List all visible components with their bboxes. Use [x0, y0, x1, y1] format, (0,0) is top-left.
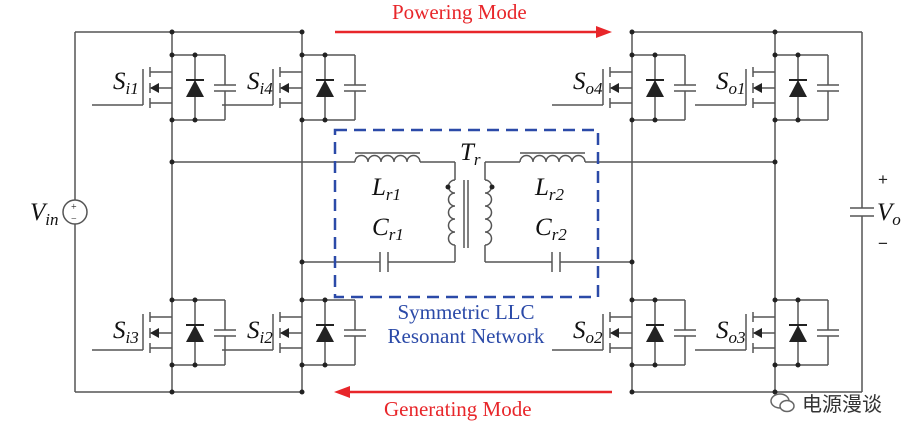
junction-dot	[629, 362, 635, 368]
diode-so3-icon	[789, 325, 807, 342]
vo-label: Vo	[877, 199, 901, 229]
junction-dot	[652, 362, 658, 368]
junction-dot	[629, 29, 635, 35]
junction-dot	[169, 52, 175, 58]
mosfet-si4-arrow-icon	[280, 83, 289, 93]
junction-dot	[629, 297, 635, 303]
vo-plus-sign: +	[878, 170, 888, 189]
junction-dot	[169, 297, 175, 303]
diode-so4-icon	[646, 80, 664, 97]
junction-dot	[192, 362, 198, 368]
junction-dot	[299, 297, 305, 303]
junction-dot	[169, 389, 175, 395]
junction-dot	[795, 297, 801, 303]
switch-label-si1: Si1	[113, 68, 139, 98]
vin-minus-mark: −	[71, 214, 77, 225]
junction-dot	[629, 117, 635, 123]
junction-dot	[772, 362, 778, 368]
diode-si2-icon	[316, 325, 334, 342]
junction-dot	[192, 297, 198, 303]
switch-label-si4: Si4	[247, 68, 273, 98]
vin-source-icon	[62, 199, 88, 225]
junction-dot	[299, 362, 305, 368]
vin-plus-mark: +	[71, 202, 77, 213]
junction-dot	[299, 389, 305, 395]
junction-dot	[629, 52, 635, 58]
switch-label-si2: Si2	[247, 317, 273, 347]
switch-label-so1: So1	[716, 68, 746, 98]
junction-dot	[299, 117, 305, 123]
junction-dot	[299, 29, 305, 35]
mosfet-so2-arrow-icon	[610, 328, 619, 338]
cr1-label: Cr1	[372, 214, 404, 244]
junction-dot	[322, 362, 328, 368]
mosfet-si2-arrow-icon	[280, 328, 289, 338]
junction-dot	[299, 259, 305, 265]
generating-arrowhead-icon	[334, 386, 350, 398]
junction-dot	[169, 117, 175, 123]
watermark: 电源漫谈	[770, 388, 882, 417]
powering-arrowhead-icon	[596, 26, 612, 38]
switch-label-so2: So2	[573, 317, 603, 347]
junction-dot	[772, 297, 778, 303]
junction-dot	[652, 52, 658, 58]
junction-dot	[322, 297, 328, 303]
junction-dot	[795, 52, 801, 58]
powering-mode-label: Powering Mode	[392, 0, 527, 24]
mosfet-so4-arrow-icon	[610, 83, 619, 93]
junction-dot	[322, 52, 328, 58]
junction-dot	[489, 184, 495, 190]
diode-si3-icon	[186, 325, 204, 342]
junction-dot	[629, 389, 635, 395]
diode-so1-icon	[789, 80, 807, 97]
cr2-label: Cr2	[535, 214, 567, 244]
junction-dot	[629, 259, 635, 265]
junction-dot	[322, 117, 328, 123]
switch-label-so3: So3	[716, 317, 746, 347]
network-caption: Symmetric LLC Resonant Network	[356, 300, 576, 348]
network-caption-line2: Resonant Network	[387, 324, 545, 348]
diode-si1-icon	[186, 80, 204, 97]
junction-dot	[299, 52, 305, 58]
junction-dot	[192, 52, 198, 58]
junction-dot	[772, 29, 778, 35]
transformer-primary-icon	[447, 179, 456, 246]
lr1-inductor-icon	[354, 154, 421, 163]
junction-dot	[169, 362, 175, 368]
resonant-network-box	[333, 128, 600, 299]
junction-dot	[795, 117, 801, 123]
junction-dot	[169, 159, 175, 165]
junction-dot	[445, 184, 451, 190]
lr1-label: Lr1	[372, 174, 402, 204]
junction-dot	[772, 117, 778, 123]
diode-so2-icon	[646, 325, 664, 342]
transformer-secondary-icon	[484, 179, 493, 246]
mosfet-si1-arrow-icon	[150, 83, 159, 93]
switch-label-si3: Si3	[113, 317, 139, 347]
vo-minus-sign: −	[878, 234, 888, 253]
diode-si4-icon	[316, 80, 334, 97]
switch-label-so4: So4	[573, 68, 603, 98]
mosfet-so3-arrow-icon	[753, 328, 762, 338]
generating-mode-label: Generating Mode	[384, 397, 532, 421]
watermark-text: 电源漫谈	[802, 392, 882, 416]
wechat-icon	[770, 392, 795, 412]
junction-dot	[772, 52, 778, 58]
network-caption-line1: Symmetric LLC	[397, 300, 535, 324]
vin-label: Vin	[30, 199, 59, 229]
junction-dot	[652, 297, 658, 303]
junction-dot	[169, 29, 175, 35]
transformer-label: Tr	[460, 139, 481, 169]
junction-dot	[652, 117, 658, 123]
junction-dot	[795, 362, 801, 368]
lr2-inductor-icon	[519, 154, 586, 163]
lr2-label: Lr2	[535, 174, 565, 204]
mosfet-so1-arrow-icon	[753, 83, 762, 93]
junction-dot	[772, 159, 778, 165]
junction-dot	[192, 117, 198, 123]
junction-dot	[772, 389, 778, 395]
mosfet-si3-arrow-icon	[150, 328, 159, 338]
